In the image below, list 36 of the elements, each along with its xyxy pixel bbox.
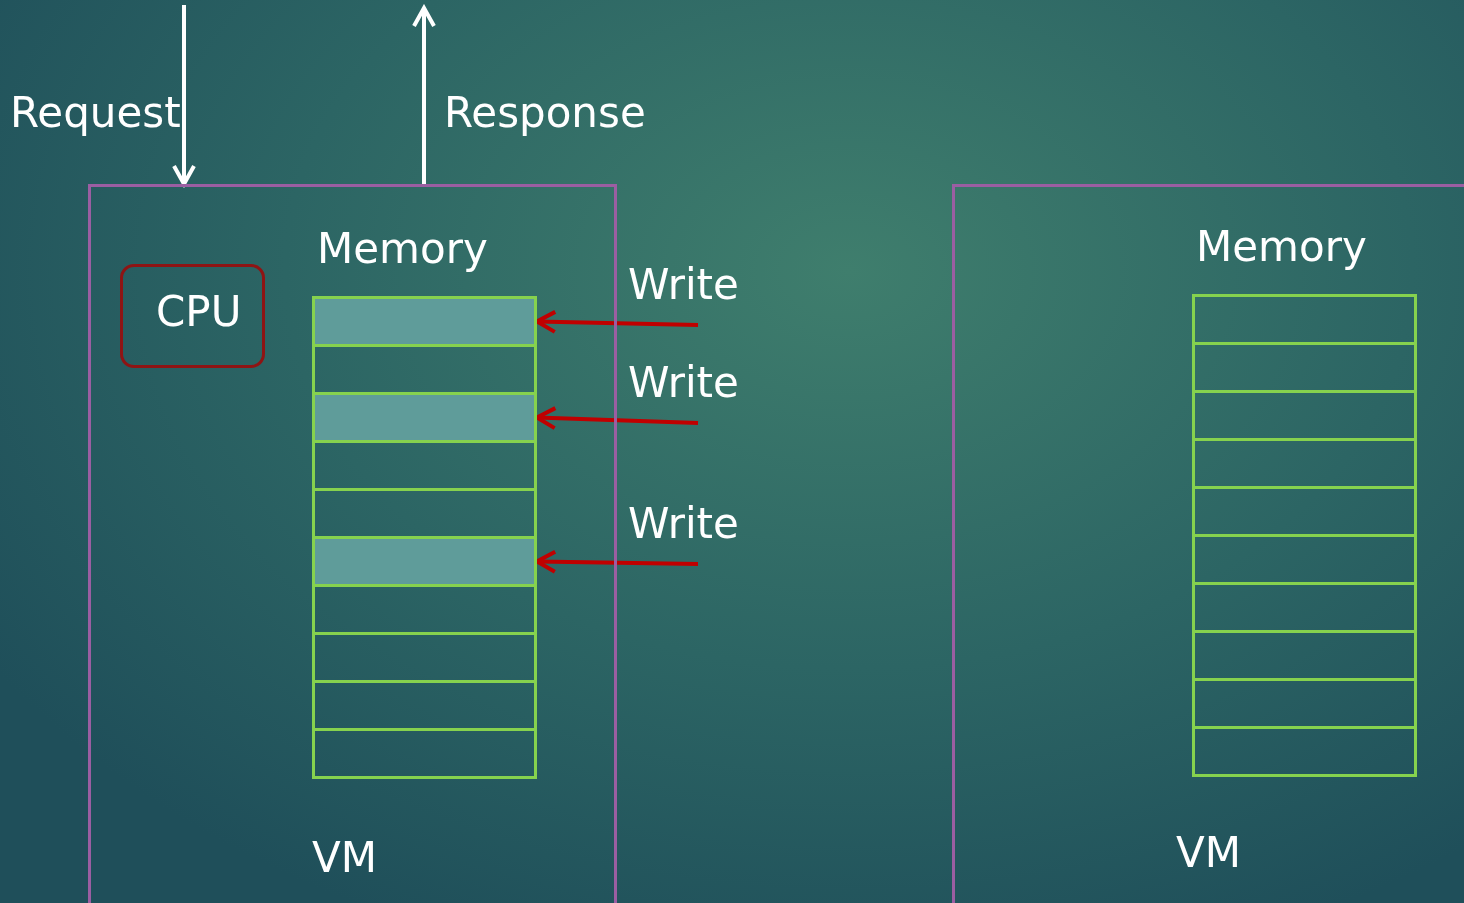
memory-heading: Memory — [1196, 226, 1367, 268]
memory-cell — [1192, 678, 1417, 729]
memory-cell — [1192, 438, 1417, 489]
memory-cell — [1192, 582, 1417, 633]
memory-cell — [312, 296, 537, 347]
arrow — [535, 549, 699, 574]
memory-heading: Memory — [317, 228, 488, 270]
memory-cell — [1192, 486, 1417, 537]
arrow — [412, 6, 436, 184]
memory-cell — [1192, 726, 1417, 777]
memory-cell — [1192, 630, 1417, 681]
memory-cell — [1192, 534, 1417, 585]
memory-cell — [312, 440, 537, 491]
memory-cell — [312, 392, 537, 443]
vm-box — [88, 184, 617, 903]
memory-cell — [312, 584, 537, 635]
write-label: Write — [628, 362, 739, 404]
arrow — [172, 5, 196, 186]
memory-cell — [1192, 390, 1417, 441]
edge-label: Request — [10, 92, 181, 134]
edge-label: Response — [444, 92, 646, 134]
memory-cell — [312, 536, 537, 587]
vm-label: VM — [312, 837, 377, 879]
memory-cell — [312, 680, 537, 731]
write-label: Write — [628, 503, 739, 545]
memory-cell — [312, 728, 537, 779]
memory-cell — [1192, 342, 1417, 393]
vm-box — [952, 184, 1464, 903]
cpu-box — [120, 264, 265, 368]
arrow — [535, 406, 699, 431]
write-label: Write — [628, 264, 739, 306]
vm-label: VM — [1176, 832, 1241, 874]
arrow — [535, 309, 699, 334]
memory-cell — [1192, 294, 1417, 345]
memory-cell — [312, 632, 537, 683]
cpu-label: CPU — [156, 291, 242, 333]
